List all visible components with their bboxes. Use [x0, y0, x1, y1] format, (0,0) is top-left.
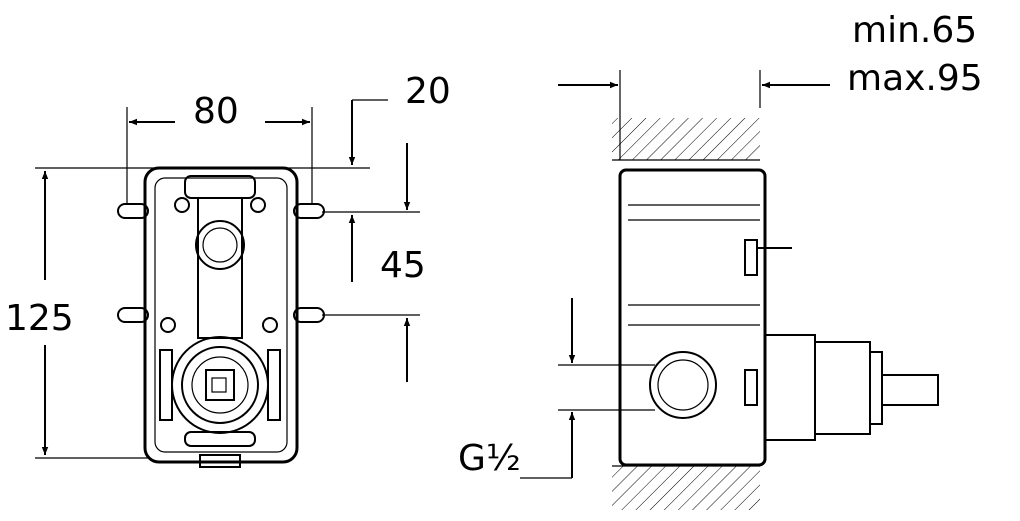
- dim-depth-max: max.95: [847, 58, 983, 99]
- wall-hatch-bottom: [612, 466, 760, 510]
- thread-label: G½: [458, 438, 521, 479]
- valve-body-side: [618, 168, 767, 467]
- dim-height: 125: [5, 298, 74, 339]
- dim-spacing: 45: [380, 245, 426, 286]
- front-view: 80 20 45 125: [5, 71, 451, 468]
- wall-hatch-top: [612, 118, 760, 160]
- valve-body-front: [143, 166, 299, 464]
- cartridge: [764, 334, 816, 441]
- dim-depth-min: min.65: [852, 10, 977, 51]
- valve-stem: [881, 374, 939, 406]
- upper-outlet-icon: [195, 220, 245, 270]
- inlet-port-icon: [649, 351, 717, 419]
- side-view: min.65 max.95 G½: [458, 10, 983, 510]
- dim-offset: 20: [405, 71, 451, 112]
- dim-width: 80: [193, 91, 239, 132]
